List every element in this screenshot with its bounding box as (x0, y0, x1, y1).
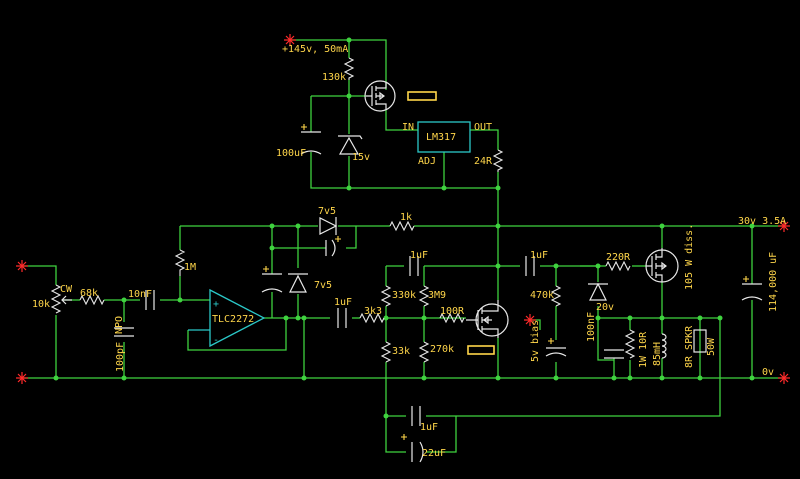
label-100nf: 100nF (586, 312, 597, 342)
label-10r: 1W 10R (638, 331, 649, 368)
label-0v: 0v (762, 367, 774, 378)
label-220r: 220R (606, 252, 631, 263)
capacitor-22uf (401, 434, 424, 463)
terminal-input (16, 260, 28, 272)
capacitor-114000uf (741, 276, 763, 301)
label-adj: ADJ (418, 156, 436, 167)
mosfet-power (645, 248, 679, 283)
junctions (53, 37, 755, 419)
capacitor-5v-bias (545, 338, 567, 357)
label-330k: 330k (392, 290, 416, 301)
terminal-ground-right (778, 372, 790, 384)
label-100uf: 100uF (276, 148, 306, 159)
capacitor-1uf-a (337, 308, 347, 328)
resistor-3m9 (418, 285, 430, 307)
labels: +145v, 50mA 130k 100uF 15v IN OUT LM317 … (32, 44, 786, 459)
label-7v5-mid: 7v5 (314, 280, 332, 291)
label-1k: 1k (400, 212, 412, 223)
hv-fet-marker (407, 91, 437, 101)
zener-7v5-top (319, 217, 338, 235)
label-33k: 33k (392, 346, 410, 357)
label-10nf: 10nF (128, 289, 152, 300)
wires (22, 39, 784, 453)
capacitor-100uf (300, 124, 322, 155)
label-5v-bias: 5v bias (530, 320, 541, 362)
resistor-1m (174, 249, 186, 276)
label-270k: 270k (430, 344, 454, 355)
label-cw: CW (60, 284, 73, 295)
terminal-hv (284, 34, 296, 46)
label-1uf-c: 1uF (530, 250, 548, 261)
capacitor-1uf-d (411, 406, 421, 426)
zener-7v5-mid (288, 273, 308, 293)
svg-text:+: + (213, 299, 219, 310)
resistor-1k (389, 220, 415, 232)
capacitor-100nf (604, 349, 624, 359)
mosfet-hv (364, 80, 396, 112)
resistor-470k (550, 285, 562, 307)
label-lm317: LM317 (426, 132, 456, 143)
capacitor-bias (261, 266, 283, 293)
regulator-lm317 (417, 121, 471, 153)
terminals (16, 34, 790, 384)
label-1m: 1M (184, 262, 196, 273)
resistor-130k (343, 57, 355, 80)
label-hv: +145v, 50mA (282, 44, 348, 55)
resistor-3k3 (359, 312, 385, 324)
capacitor-10nf (145, 290, 155, 310)
resistor-24r (492, 149, 504, 172)
resistor-220r (605, 260, 631, 272)
label-1uf-d: 1uF (420, 422, 438, 433)
capacitor-100pf (114, 327, 134, 337)
label-npo: NPO (114, 316, 125, 334)
resistor-10r (624, 329, 636, 359)
label-50w: 50W (706, 337, 717, 356)
label-24r: 24R (474, 156, 493, 167)
mosfet-output (466, 300, 509, 338)
opamp-tlc2272: + - (188, 288, 266, 348)
label-3k3: 3k3 (364, 306, 382, 317)
terminal-rail (778, 220, 790, 232)
terminal-ground-left (16, 372, 28, 384)
label-speaker: 8R SPKR (684, 325, 695, 368)
label-1uf-b: 1uF (410, 250, 428, 261)
label-7v5-top: 7v5 (318, 206, 336, 217)
label-105w: 105 W diss. (684, 224, 695, 290)
output-fet-marker (467, 345, 495, 355)
capacitor-1uf-b (409, 256, 419, 276)
resistor-33k (380, 341, 392, 363)
label-20v: 20v (596, 302, 614, 313)
zener-20v (588, 282, 608, 301)
zener-15v (338, 135, 363, 155)
resistor-330k (380, 285, 392, 307)
terminal-bias (524, 314, 536, 326)
potentiometer-10k[interactable] (50, 284, 72, 314)
label-68k: 68k (80, 288, 98, 299)
label-100pf: 100pF (115, 342, 126, 372)
label-100r: 100R (440, 306, 465, 317)
inductor-85mh (661, 333, 667, 359)
label-1uf-a: 1uF (334, 297, 352, 308)
label-114000uf: 114,000 uF (768, 252, 779, 312)
label-10k: 10k (32, 299, 50, 310)
label-85mh: 85mH (652, 342, 663, 366)
resistor-270k (418, 341, 430, 363)
label-in: IN (402, 122, 414, 133)
label-22uf: 22uF (422, 448, 446, 459)
label-15v: 15v (352, 152, 370, 163)
label-130k: 130k (322, 72, 346, 83)
resistor-100r (439, 312, 465, 324)
speaker (693, 329, 707, 353)
label-rail: 30v 3.5A (738, 216, 786, 227)
label-out: OUT (474, 122, 492, 133)
capacitor-7v5-bypass (325, 236, 341, 257)
label-3m9: 3M9 (428, 290, 446, 301)
resistor-68k (79, 294, 105, 306)
capacitor-1uf-c (525, 256, 535, 276)
svg-text:-: - (213, 335, 219, 346)
label-tlc2272: TLC2272 (212, 314, 254, 325)
label-470k: 470k (530, 290, 554, 301)
